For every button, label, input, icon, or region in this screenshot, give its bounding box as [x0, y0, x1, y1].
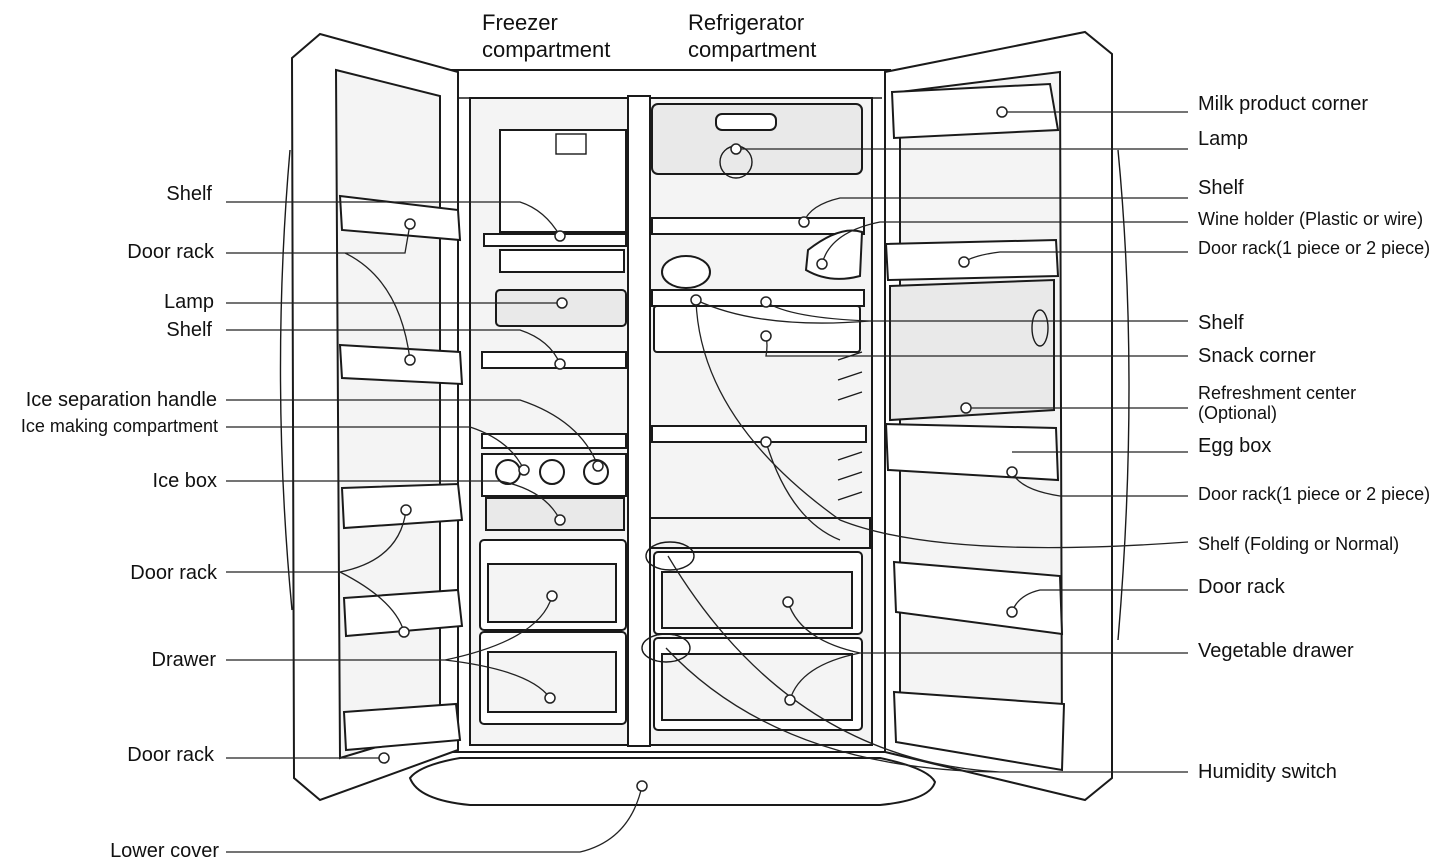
label-ice-separation-handle: Ice separation handle	[26, 389, 217, 411]
refrigerator-heading-line1: Refrigerator	[688, 10, 804, 35]
label-right-door-rack-3: Door rack	[1198, 576, 1286, 598]
label-right-shelf-1: Shelf	[1198, 177, 1244, 199]
label-left-door-rack-3: Door rack	[127, 744, 215, 766]
label-snack-corner: Snack corner	[1198, 345, 1316, 367]
label-shelf-folding: Shelf (Folding or Normal)	[1198, 534, 1399, 554]
label-refreshment-center-line2: (Optional)	[1198, 403, 1277, 423]
label-right-shelf-2: Shelf	[1198, 312, 1244, 334]
label-right-lamp: Lamp	[1198, 128, 1248, 150]
label-right-door-rack-2: Door rack(1 piece or 2 piece)	[1198, 484, 1430, 504]
label-drawer: Drawer	[152, 649, 217, 671]
label-lower-cover: Lower cover	[110, 840, 219, 862]
callout-dots	[378, 106, 1018, 792]
label-left-shelf-2: Shelf	[166, 319, 212, 341]
label-right-door-rack-1: Door rack(1 piece or 2 piece)	[1198, 238, 1430, 258]
refrigerator-heading-line2: compartment	[688, 37, 816, 62]
label-left-door-rack-2: Door rack	[130, 562, 218, 584]
freezer-heading-line2: compartment	[482, 37, 610, 62]
label-refreshment-center-line1: Refreshment center	[1198, 383, 1356, 403]
label-ice-box: Ice box	[153, 470, 217, 492]
label-milk-product-corner: Milk product corner	[1198, 93, 1368, 115]
refrigerator-illustration	[279, 30, 1130, 806]
label-wine-holder: Wine holder (Plastic or wire)	[1198, 209, 1423, 229]
label-egg-box: Egg box	[1198, 435, 1271, 457]
label-left-lamp: Lamp	[164, 291, 214, 313]
label-humidity-switch: Humidity switch	[1198, 761, 1337, 783]
label-left-shelf-1: Shelf	[166, 183, 212, 205]
label-ice-making-compartment: Ice making compartment	[21, 416, 218, 436]
freezer-heading-line1: Freezer	[482, 10, 558, 35]
label-vegetable-drawer: Vegetable drawer	[1198, 640, 1354, 662]
label-left-door-rack-1: Door rack	[127, 241, 215, 263]
